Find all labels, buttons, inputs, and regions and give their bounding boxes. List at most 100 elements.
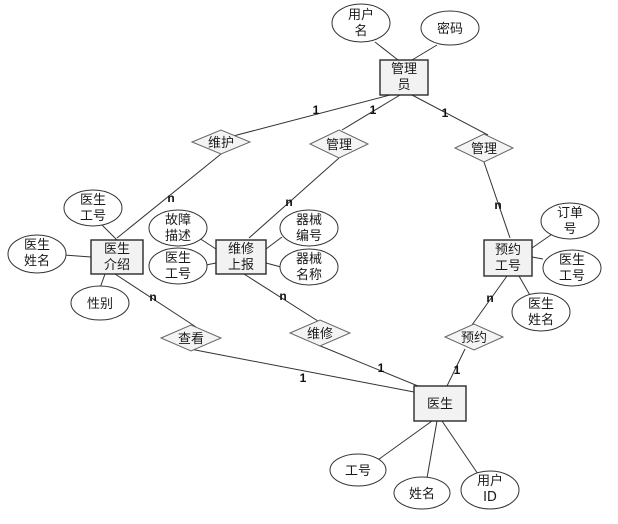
connector-intro-view [114, 273, 197, 328]
entity-admin: 管理 员 [379, 59, 429, 96]
connector-report-doctorid [205, 262, 217, 266]
cardinality-view-doctor: 1 [300, 371, 307, 385]
relationship-view: 查看 [159, 324, 223, 352]
attribute-report-equipment-name-line2: 名称 [296, 267, 322, 283]
entity-appointment-no-label-line1: 预约 [495, 243, 521, 258]
entity-doctor-intro: 医生 介绍 [90, 239, 144, 275]
attribute-appt-doctor-id-line2: 工号 [559, 269, 585, 284]
connector-doctor-name [426, 420, 438, 479]
attribute-admin-password-label: 密码 [437, 21, 463, 37]
cardinality-appt-book: n [486, 291, 493, 305]
cardinality-maintain-intro: n [167, 191, 174, 205]
attribute-report-fault-desc-line1: 故障 [165, 213, 191, 228]
attribute-appt-doctor-id: 医生 工号 [542, 249, 602, 287]
entity-repair-report-label-line1: 维修 [228, 242, 254, 257]
attribute-appt-doctor-name-line1: 医生 [528, 297, 554, 312]
entity-repair-report: 维修 上报 [215, 239, 267, 275]
cardinality-admin-maintain: 1 [313, 103, 320, 117]
entity-repair-report-label-line2: 上报 [228, 258, 254, 273]
connector-admin-username [374, 41, 399, 61]
connector-repair-doctor [317, 344, 419, 387]
relationship-view-label: 查看 [178, 331, 204, 347]
entity-doctor: 医生 [413, 385, 467, 422]
attribute-admin-password: 密码 [420, 10, 480, 46]
attribute-report-equipment-no-line1: 器械 [296, 213, 322, 228]
attribute-admin-username: 用户 名 [331, 3, 391, 43]
cardinality-admin-manage-appt: 1 [442, 106, 449, 120]
attribute-report-equipment-name-line1: 器械 [296, 252, 322, 267]
connector-report-repair [243, 273, 322, 324]
relationship-manage-appt: 管理 [453, 133, 515, 163]
entity-doctor-label: 医生 [427, 397, 453, 412]
connector-admin-password [411, 44, 438, 61]
attribute-intro-gender: 性别 [70, 285, 130, 321]
attribute-report-doctor-id-line1: 医生 [165, 251, 191, 266]
attribute-intro-gender-label: 性别 [87, 297, 113, 312]
attribute-intro-doctor-id: 医生 工号 [63, 189, 123, 227]
cardinality-manage-report: n [285, 195, 292, 209]
entity-doctor-intro-label-line1: 医生 [104, 242, 130, 257]
attribute-report-equipment-no: 器械 编号 [279, 209, 339, 247]
attribute-doctor-user-id-line2: ID [483, 490, 497, 505]
relationship-manage-report-label: 管理 [326, 138, 352, 153]
entity-doctor-intro-label-line2: 介绍 [104, 258, 130, 273]
connector-manage-report [248, 157, 340, 239]
entity-admin-label-line2: 员 [397, 78, 410, 93]
attribute-intro-doctor-name-line1: 医生 [24, 238, 50, 253]
connector-doctor-userid [441, 420, 479, 475]
attribute-appt-order-no: 订单 号 [540, 202, 600, 240]
connector-maintain-intro [116, 153, 222, 239]
connector-report-equipname [265, 262, 282, 268]
connector-report-fault [198, 237, 217, 250]
connector-admin-manage-report [341, 94, 401, 131]
connector-doctor-id [374, 420, 433, 463]
attribute-doctor-user-id: 用户 ID [460, 470, 520, 510]
attribute-doctor-name-label: 姓名 [409, 486, 435, 502]
relationship-manage-report: 管理 [308, 129, 370, 159]
cardinality-labels: 1 n 1 n 1 n n 1 n 1 n 1 [149, 103, 501, 385]
cardinality-repair-doctor: 1 [378, 361, 385, 375]
connector-appt-book [471, 275, 508, 326]
attribute-report-doctor-id-line2: 工号 [165, 267, 191, 282]
relationship-repair: 维修 [288, 319, 352, 347]
attribute-intro-doctor-id-line1: 医生 [80, 193, 106, 208]
attribute-appt-order-no-line2: 号 [563, 222, 576, 237]
attribute-intro-doctor-name: 医生 姓名 [7, 234, 67, 274]
attribute-report-fault-desc-line2: 描述 [165, 229, 191, 244]
connector-admin-manage-appt [411, 94, 489, 136]
cardinality-report-repair: n [279, 289, 286, 303]
attribute-report-equipment-name: 器械 名称 [279, 248, 339, 286]
attribute-doctor-id-label: 工号 [345, 464, 371, 479]
attribute-appt-doctor-name: 医生 姓名 [511, 292, 571, 332]
cardinality-book-doctor: 1 [454, 363, 461, 377]
entity-admin-label-line1: 管理 [391, 62, 417, 77]
attribute-report-doctor-id: 医生 工号 [148, 247, 208, 285]
relationship-maintain-label: 维护 [208, 136, 234, 151]
relationship-book: 预约 [443, 323, 505, 351]
attribute-intro-doctor-id-line2: 工号 [80, 209, 106, 224]
entity-appointment-no-label-line2: 工号 [495, 259, 521, 274]
connector-intro-id [101, 224, 118, 241]
attribute-appt-order-no-line1: 订单 [557, 206, 583, 221]
cardinality-manage-appt: n [494, 198, 501, 212]
connector-report-equipno [265, 236, 283, 250]
attribute-report-fault-desc: 故障 描述 [148, 209, 208, 247]
attribute-appt-doctor-id-line1: 医生 [559, 253, 585, 268]
relationship-repair-label: 维修 [307, 327, 333, 342]
connectors [63, 41, 559, 479]
connector-book-doctor [446, 348, 466, 387]
connector-intro-name [63, 254, 92, 258]
connector-view-doctor [189, 348, 415, 393]
attribute-admin-username-line2: 名 [354, 23, 367, 39]
relationship-maintain: 维护 [190, 129, 252, 155]
connector-manage-appt [483, 161, 511, 239]
attribute-intro-doctor-name-line2: 姓名 [24, 253, 50, 269]
cardinality-intro-view: n [149, 290, 156, 304]
relationship-manage-appt-label: 管理 [471, 142, 497, 157]
connector-admin-maintain [217, 94, 391, 141]
attribute-admin-username-line1: 用户 [348, 7, 374, 23]
entity-appointment-no: 预约 工号 [483, 239, 533, 277]
connector-appt-doctorid [531, 256, 544, 260]
